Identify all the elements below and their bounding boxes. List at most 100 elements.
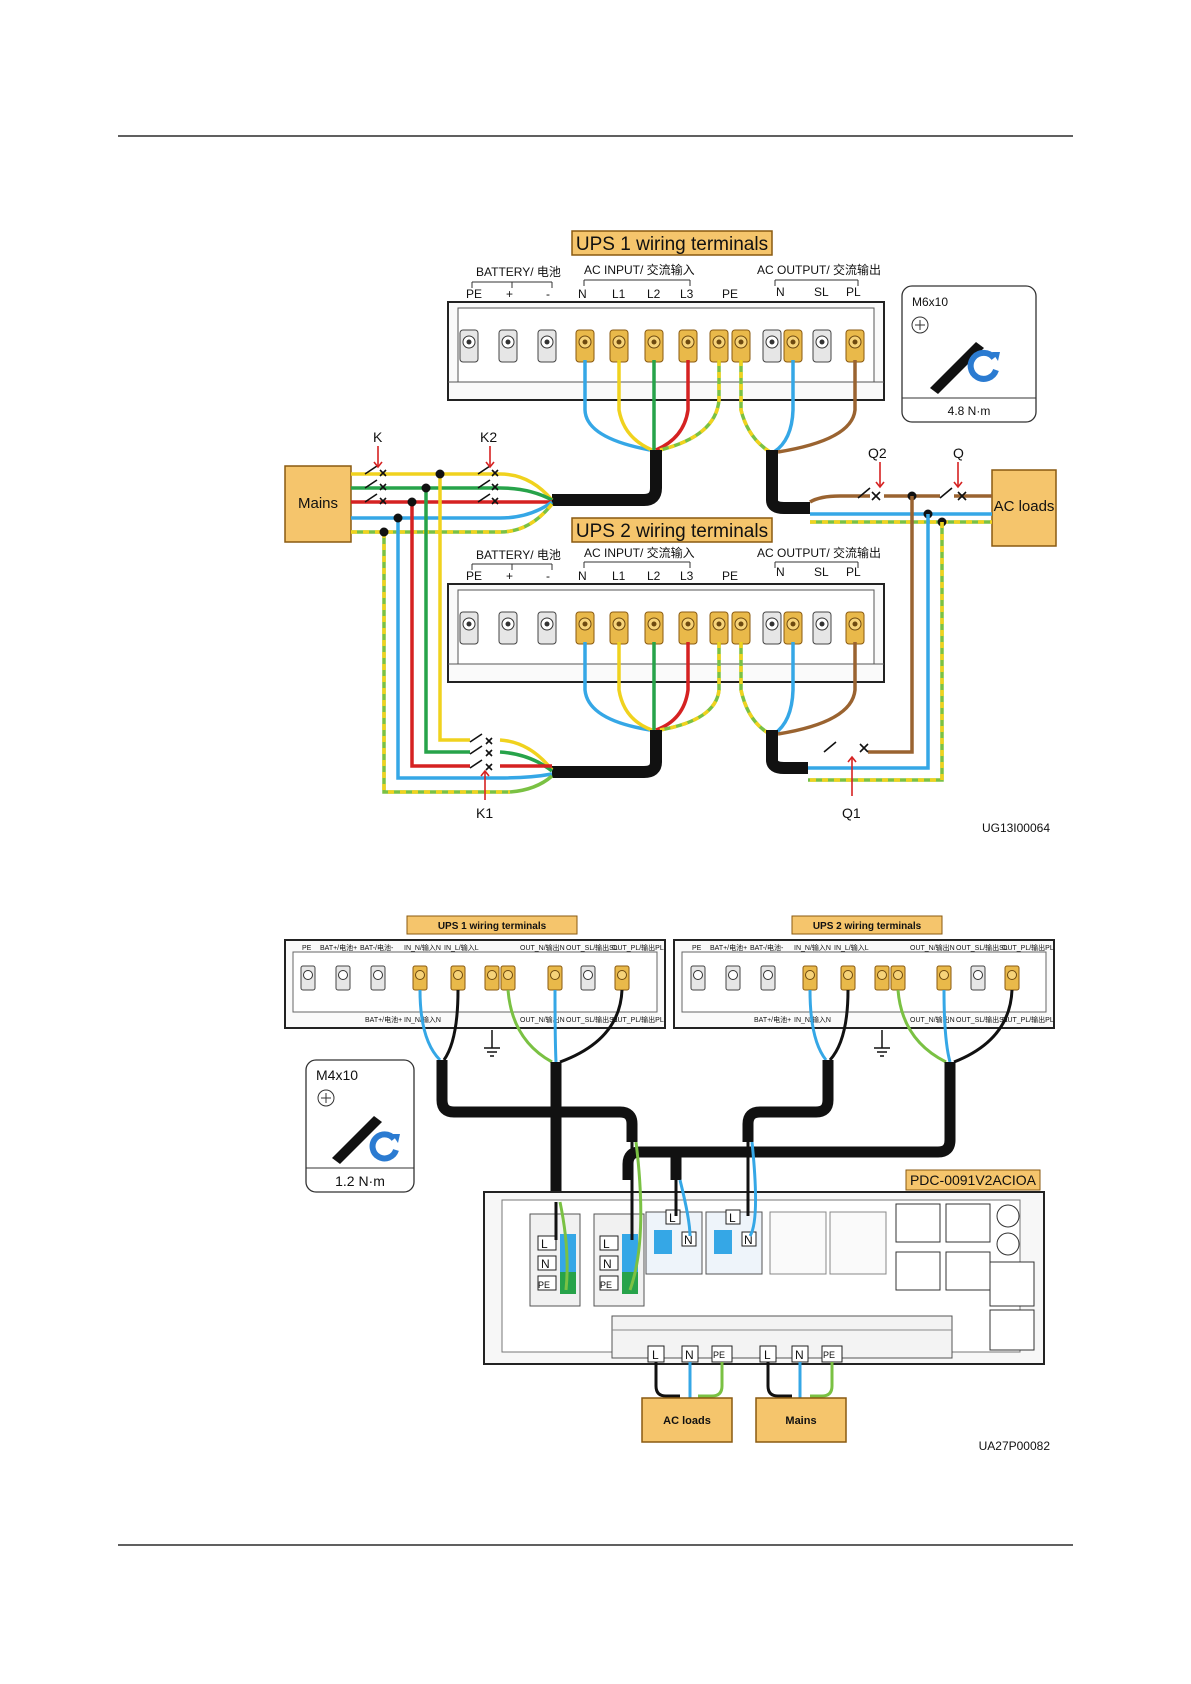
switch-k — [364, 446, 387, 505]
switch-q1 — [823, 741, 869, 796]
switch-q1-label: Q1 — [842, 805, 861, 821]
ups1-bracket-output — [774, 279, 859, 286]
switch-q2-label: Q2 — [868, 445, 887, 461]
ups1-wires — [583, 360, 857, 454]
diagram-2: UPS 1 wiring terminals UPS 2 wiring term… — [284, 915, 1055, 1453]
ups1-to-loads-wires — [809, 494, 992, 524]
mains-box-d2 — [755, 1397, 847, 1443]
switch-k1-label: K1 — [476, 805, 493, 821]
pdc-chassis: L N PE L N PE L N L N — [483, 1191, 1045, 1365]
svg-text:BAT+/电池+: BAT+/电池+ — [710, 943, 747, 952]
ups2-term-n-out: N — [776, 565, 785, 579]
svg-text:N: N — [541, 1257, 550, 1271]
svg-text:OUT_SL/输出SL: OUT_SL/输出SL — [566, 1015, 618, 1024]
ups2-bracket-input — [583, 561, 691, 568]
svg-text:PE: PE — [538, 1280, 550, 1290]
ups1-ac-input-label: AC INPUT/ 交流输入 — [584, 262, 695, 277]
switch-q2 — [857, 462, 885, 501]
mains-label-d2: Mains — [785, 1415, 816, 1427]
svg-text:PE: PE — [302, 945, 312, 952]
d2-cables — [436, 1060, 956, 1202]
svg-text:IN_N/输入N: IN_N/输入N — [794, 943, 831, 952]
screwdriver-icon — [930, 342, 984, 394]
ups2-ac-output-label: AC OUTPUT/ 交流输出 — [757, 545, 881, 560]
branch-wires-to-ups2 — [382, 474, 510, 794]
ac-loads-box-d1 — [991, 469, 1057, 547]
ups1-term-n-out: N — [776, 285, 785, 299]
switch-k2 — [477, 446, 499, 505]
svg-text:L: L — [652, 1348, 659, 1362]
ups2-term-l3: L3 — [680, 569, 694, 583]
ac-loads-box-d2 — [641, 1397, 733, 1443]
svg-text:BAT+/电池+: BAT+/电池+ — [754, 1015, 791, 1024]
junction-dots — [379, 469, 445, 537]
ups2-term-minus: - — [546, 569, 550, 583]
d2-ups2-panel: PE BAT+/电池+ BAT-/电池- IN_N/输入N IN_L/输入L O… — [673, 939, 1055, 1029]
k1-wires — [499, 738, 554, 794]
svg-text:L: L — [541, 1237, 548, 1251]
screw-spec-card-m6: M6x10 4.8 N·m — [901, 285, 1037, 423]
rotate-cw-icon — [967, 349, 999, 382]
ups1-title: UPS 1 wiring terminals — [576, 234, 768, 255]
svg-text:IN_L/输入L: IN_L/输入L — [834, 943, 869, 952]
ups2-ac-input-label: AC INPUT/ 交流输入 — [584, 545, 695, 560]
ups1-bracket-battery — [471, 281, 553, 288]
svg-text:L: L — [669, 1211, 676, 1225]
switch-q — [939, 462, 967, 501]
svg-text:N: N — [795, 1348, 804, 1362]
svg-text:OUT_N/输出N: OUT_N/输出N — [520, 943, 565, 952]
ups1-term-pe1: PE — [466, 287, 482, 301]
figure-id-1: UG13I00064 — [982, 821, 1050, 835]
mains-label-d1: Mains — [298, 495, 338, 512]
screw-spec-m4: M4x10 — [316, 1067, 358, 1083]
svg-text:PE: PE — [823, 1350, 835, 1360]
mains-box-d1 — [284, 465, 352, 543]
ups2-wires — [583, 642, 857, 736]
ups2-bracket-battery — [471, 563, 553, 570]
svg-text:PE: PE — [692, 945, 702, 952]
svg-text:OUT_PL/输出PL: OUT_PL/输出PL — [612, 1015, 664, 1024]
svg-text:BAT-/电池-: BAT-/电池- — [360, 943, 394, 952]
d2-ups1-title: UPS 1 wiring terminals — [438, 921, 547, 932]
svg-text:L: L — [729, 1211, 736, 1225]
svg-text:OUT_PL/输出PL: OUT_PL/输出PL — [1002, 1015, 1054, 1024]
svg-text:OUT_SL/输出SL: OUT_SL/输出SL — [956, 943, 1008, 952]
ups2-term-pe2: PE — [722, 569, 738, 583]
screw-spec-m6: M6x10 — [912, 295, 948, 309]
ups1-term-n-in: N — [578, 287, 587, 301]
ups2-output-cable — [766, 730, 808, 774]
ups1-bracket-input — [583, 279, 691, 286]
svg-text:N: N — [744, 1233, 753, 1247]
svg-text:OUT_SL/输出SL: OUT_SL/输出SL — [956, 1015, 1008, 1024]
screwdriver-icon-m4 — [332, 1116, 382, 1164]
ups1-term-pe2: PE — [722, 287, 738, 301]
ups2-term-pl: PL — [846, 565, 861, 579]
ups2-term-sl: SL — [814, 565, 829, 579]
svg-text:OUT_SL/输出SL: OUT_SL/输出SL — [566, 943, 618, 952]
switch-q-label: Q — [953, 445, 964, 461]
ground-icon — [484, 1030, 890, 1057]
ups2-title-box — [571, 517, 773, 543]
diagram-1: UPS 1 wiring terminals BATTERY/ 电池 AC IN… — [284, 230, 1057, 835]
d2-ups1-wires — [418, 989, 624, 1064]
svg-text:IN_L/输入L: IN_L/输入L — [444, 943, 479, 952]
ups1-ac-output-label: AC OUTPUT/ 交流输出 — [757, 262, 881, 277]
svg-text:PE: PE — [713, 1350, 725, 1360]
ups2-term-plus: + — [506, 569, 513, 583]
svg-text:N: N — [603, 1257, 612, 1271]
ups1-term-l3: L3 — [680, 287, 694, 301]
ups1-term-plus: + — [506, 287, 513, 301]
ups2-bracket-output — [774, 561, 859, 568]
ac-loads-label-d1: AC loads — [994, 498, 1055, 515]
svg-text:IN_N/输入N: IN_N/输入N — [404, 943, 441, 952]
svg-text:L: L — [603, 1237, 610, 1251]
ups1-term-l2: L2 — [647, 287, 661, 301]
svg-text:N: N — [685, 1348, 694, 1362]
ups1-output-cable — [766, 450, 810, 514]
switch-k1 — [469, 733, 493, 800]
svg-text:N: N — [684, 1233, 693, 1247]
ups2-term-l2: L2 — [647, 569, 661, 583]
svg-text:BAT+/电池+: BAT+/电池+ — [320, 943, 357, 952]
d2-ups2-title: UPS 2 wiring terminals — [813, 921, 922, 932]
d2-ups1-panel: PE BAT+/电池+ BAT-/电池- IN_N/输入N IN_L/输入L O… — [284, 939, 666, 1029]
